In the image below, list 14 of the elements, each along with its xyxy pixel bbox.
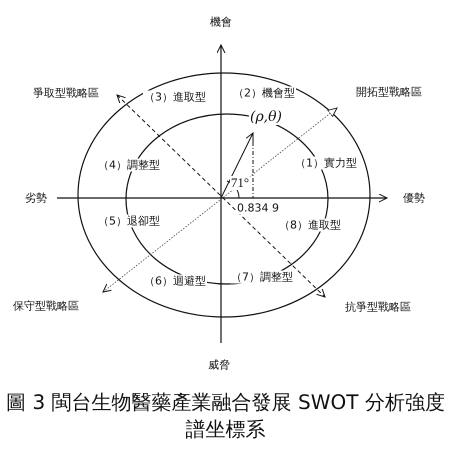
- axis-label: 優勢: [402, 192, 426, 204]
- zone-label: 開拓型戰略區: [355, 86, 423, 98]
- zone-label: 爭取型戰略區: [32, 86, 100, 100]
- zone-label: 保守型戰略區: [12, 300, 80, 312]
- sector-label: （3）進取型: [143, 90, 207, 104]
- angle-label: 71°: [230, 176, 250, 190]
- value-label: 0.834 9: [236, 202, 280, 214]
- point-label: (ρ,θ): [248, 109, 284, 125]
- sector-label: （7）調整型: [230, 270, 294, 284]
- axis-label: 威脅: [207, 358, 231, 372]
- zone-label: 抗爭型戰略區: [344, 300, 412, 314]
- axis-label: 劣勢: [24, 192, 48, 204]
- caption: 圖 3 閩台生物醫藥產業融合發展 SWOT 分析強度譜坐標系: [5, 389, 446, 443]
- axis-label: 機會: [209, 16, 233, 28]
